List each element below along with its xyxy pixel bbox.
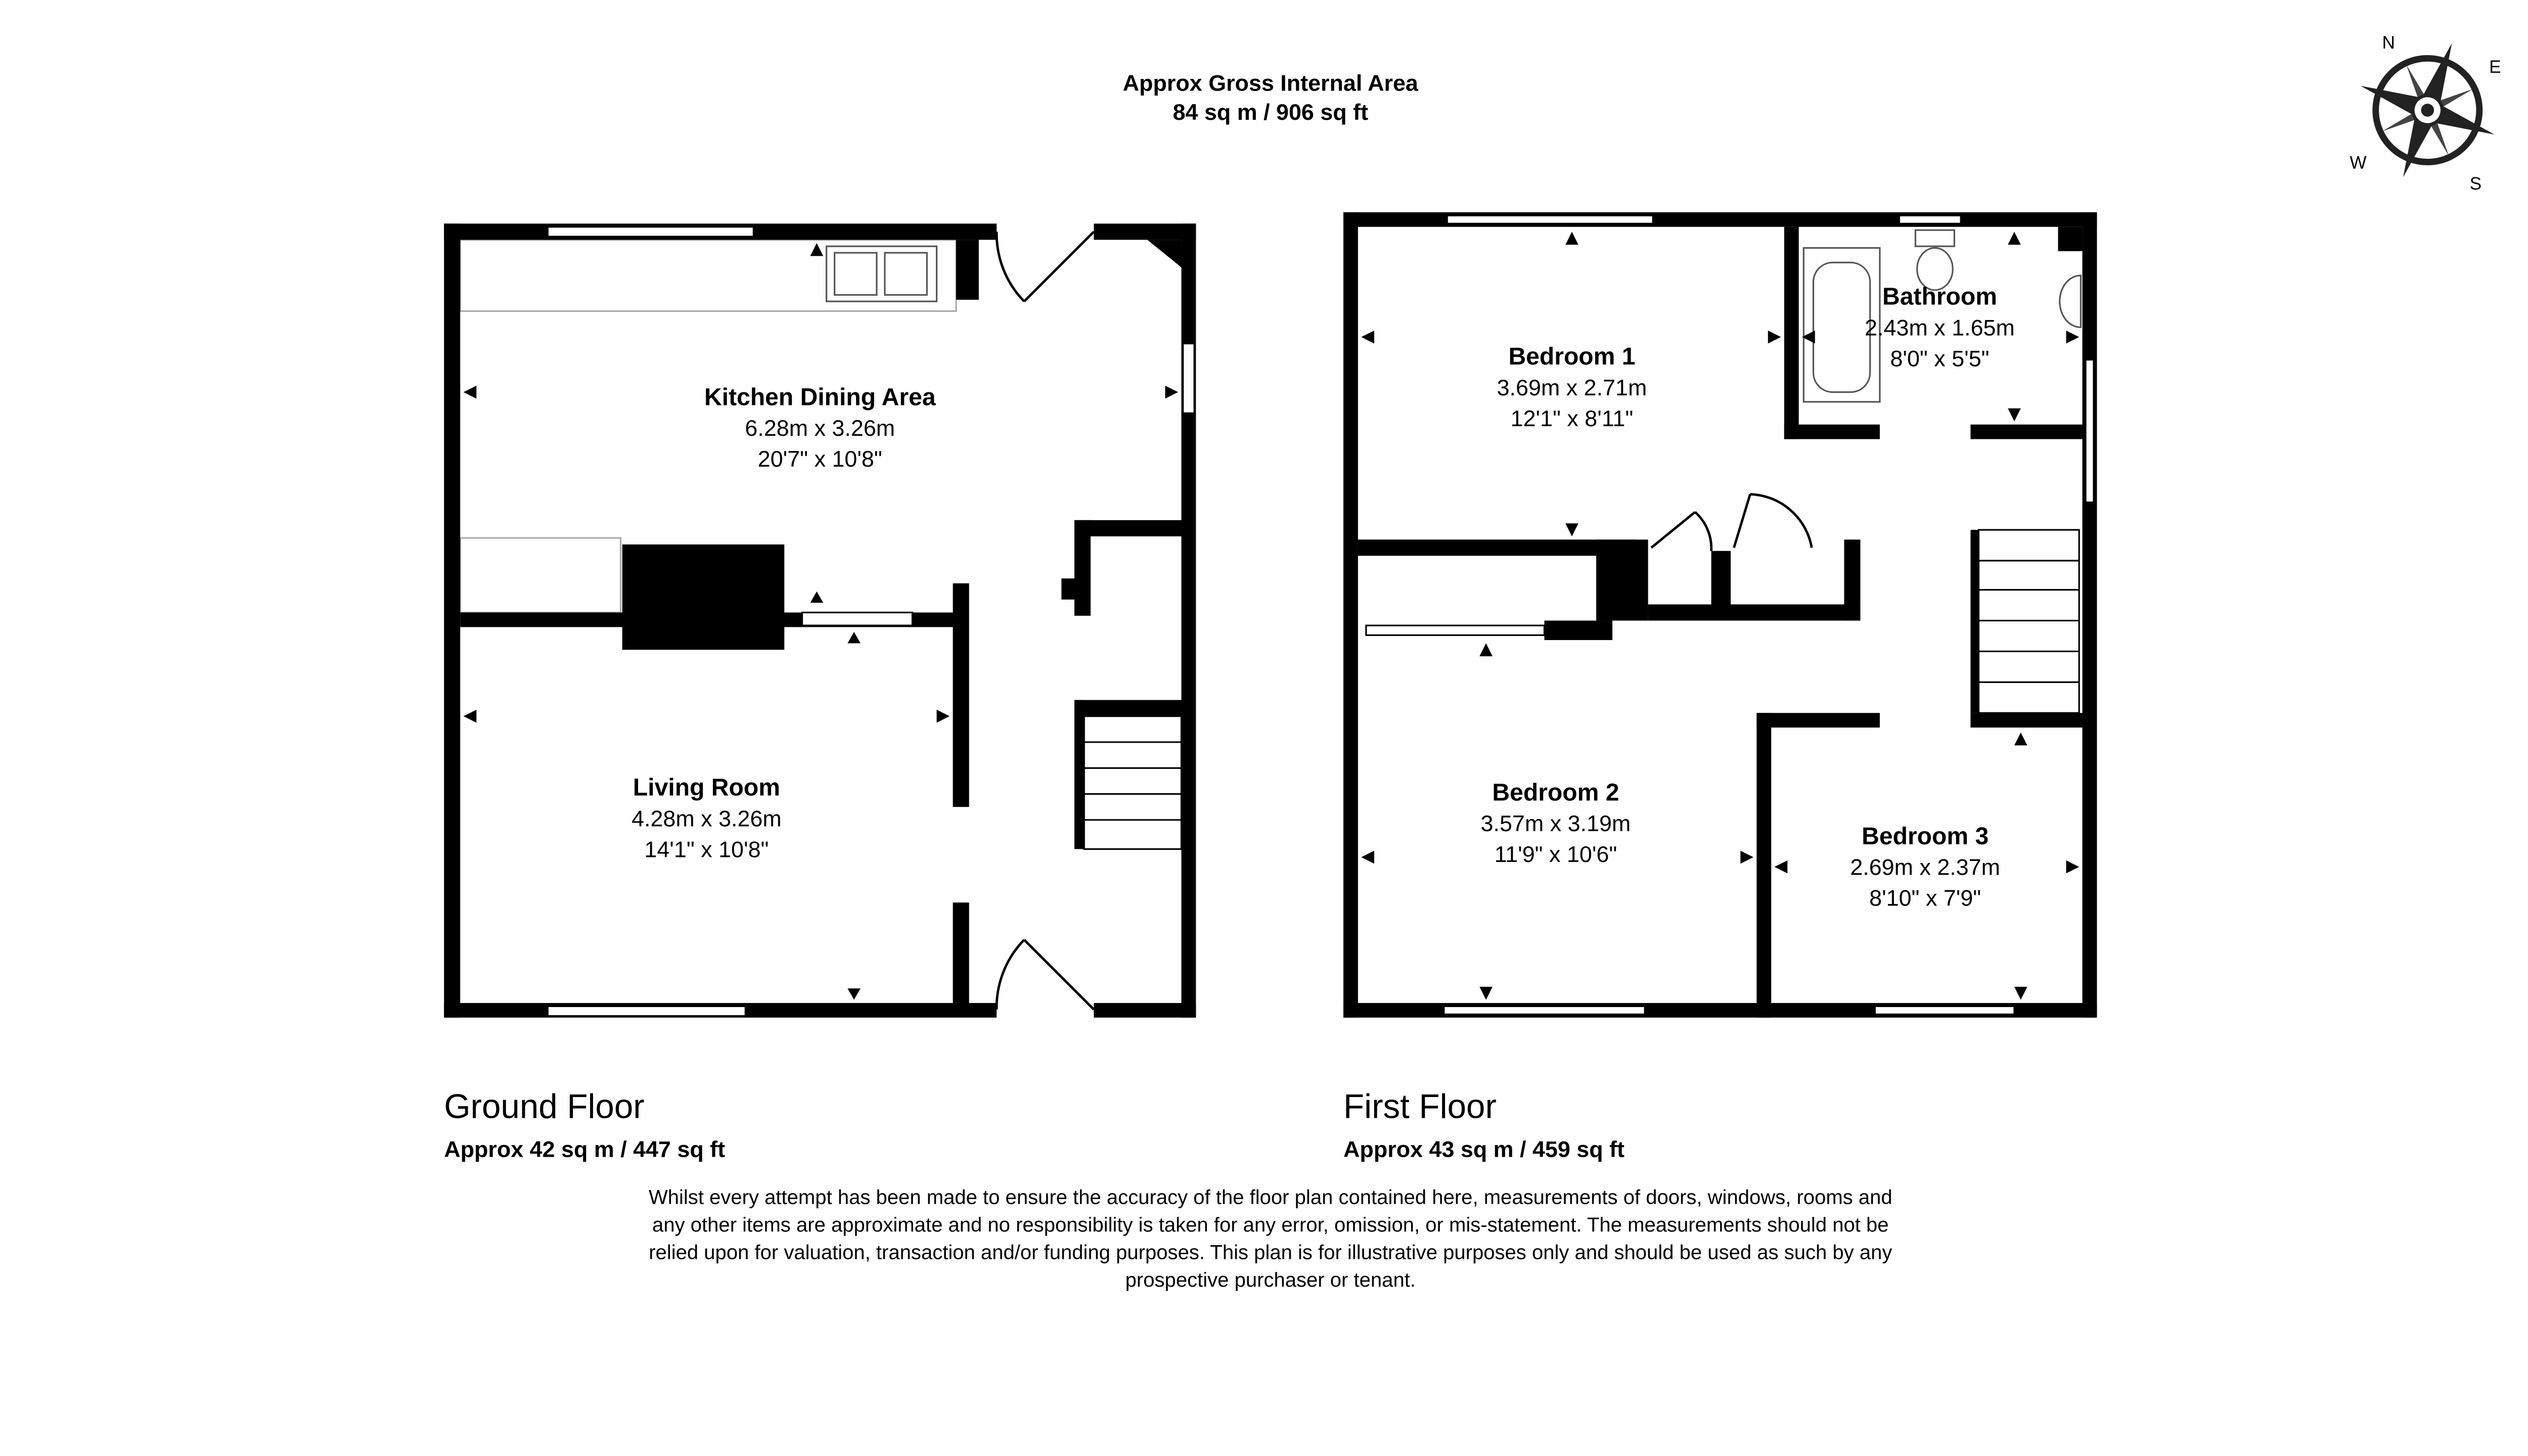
disclaimer: Whilst every attempt has been made to en… (649, 1186, 1892, 1291)
sink-icon (826, 245, 938, 302)
room-metric: 2.69m x 2.37m (1850, 854, 2000, 880)
window (547, 1005, 746, 1017)
disclaimer-line: relied upon for valuation, transaction a… (649, 1241, 1892, 1263)
room-name: Kitchen Dining Area (704, 383, 936, 411)
dimension-markers (463, 243, 1179, 1000)
floor-plan: Approx Gross Internal Area 84 sq m / 906… (444, 33, 2501, 1291)
window (1446, 214, 1654, 224)
compass-n: N (2382, 33, 2395, 53)
staircase (1977, 529, 2080, 714)
room-name: Bedroom 3 (1862, 823, 1989, 850)
disclaimer-line: any other items are approximate and no r… (652, 1214, 1889, 1236)
basin-icon (2059, 275, 2082, 329)
ground-floor-area: Approx 42 sq m / 447 sq ft (444, 1136, 725, 1162)
room-name: Bedroom 1 (1508, 343, 1635, 370)
compass-rose-icon (2360, 43, 2495, 177)
first-floor-plan: Bedroom 1 3.69m x 2.71m 12'1" x 8'11" Ba… (1343, 212, 2097, 1018)
ground-floor-plan: Kitchen Dining Area 6.28m x 3.26m 20'7" … (444, 223, 1196, 1018)
window (1874, 1005, 2015, 1016)
counter (459, 537, 622, 614)
window (2085, 358, 2095, 504)
staircase (1083, 715, 1183, 850)
window (1443, 1005, 1646, 1016)
room-name: Bathroom (1882, 283, 1997, 310)
toilet-icon (1914, 229, 1955, 291)
room-name: Living Room (633, 774, 780, 801)
room-imperial: 8'10" x 7'9" (1869, 885, 1981, 911)
window (547, 226, 754, 238)
window (801, 611, 914, 626)
room-name: Bedroom 2 (1492, 779, 1619, 806)
room-metric: 2.43m x 1.65m (1865, 314, 2015, 340)
compass-e: E (2489, 57, 2501, 77)
room-metric: 4.28m x 3.26m (631, 806, 782, 832)
front-door (995, 231, 1095, 1011)
chimney-breast (622, 544, 785, 650)
room-imperial: 12'1" x 8'11" (1511, 405, 1634, 431)
gross-area-title: Approx Gross Internal Area (1123, 70, 1419, 96)
room-imperial: 11'9" x 10'6" (1495, 841, 1617, 867)
room-imperial: 20'7" x 10'8" (758, 446, 882, 472)
sliding-door (1365, 624, 1546, 636)
room-imperial: 14'1" x 10'8" (644, 837, 769, 862)
room-metric: 3.69m x 2.71m (1497, 375, 1647, 400)
room-metric: 3.57m x 3.19m (1481, 810, 1631, 836)
bath-icon (1802, 247, 1881, 403)
cupboard-door (1650, 493, 1813, 551)
ground-floor-label: Ground Floor (444, 1088, 645, 1126)
compass-w: W (2350, 153, 2367, 172)
compass-s: S (2470, 174, 2482, 194)
disclaimer-line: prospective purchaser or tenant. (1125, 1269, 1416, 1291)
room-metric: 6.28m x 3.26m (745, 415, 895, 441)
disclaimer-line: Whilst every attempt has been made to en… (649, 1186, 1892, 1208)
first-floor-label: First Floor (1343, 1088, 1497, 1126)
window (1898, 214, 1962, 224)
window (1182, 342, 1195, 414)
gross-area-value: 84 sq m / 906 sq ft (1173, 99, 1369, 125)
dimension-markers (1361, 232, 2080, 1000)
room-imperial: 8'0" x 5'5" (1890, 345, 1989, 371)
first-floor-area: Approx 43 sq m / 459 sq ft (1343, 1136, 1624, 1162)
